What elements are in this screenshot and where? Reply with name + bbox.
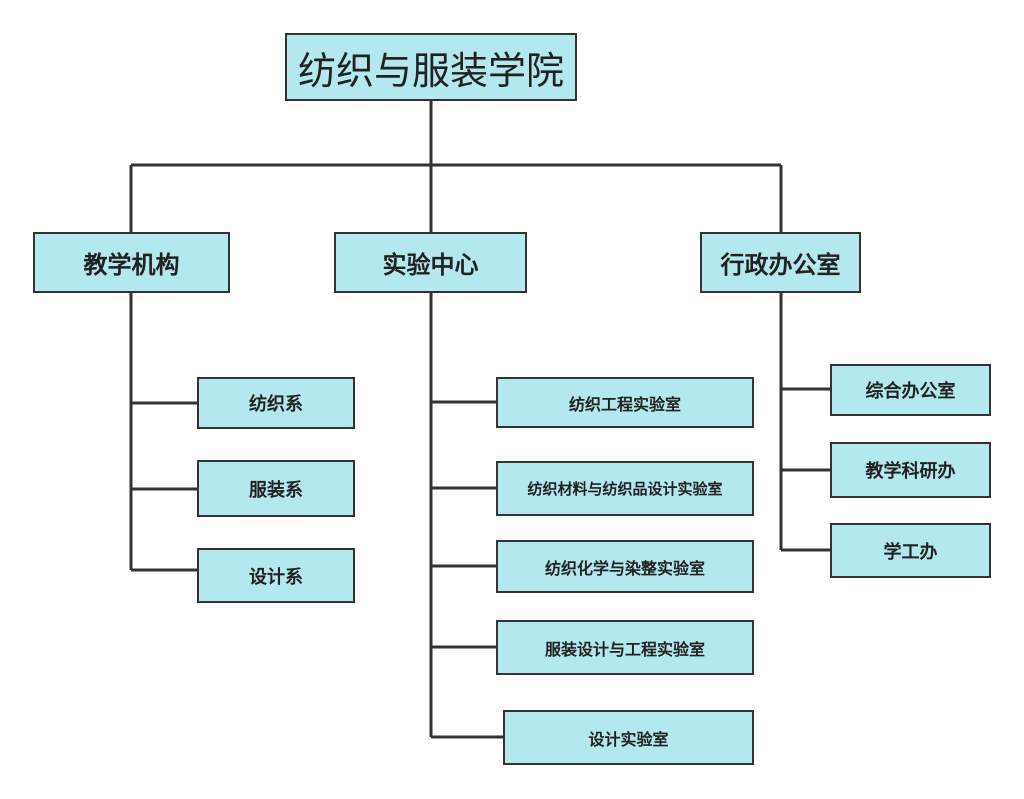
node-textile-engineering-lab: 纺织工程实验室	[496, 377, 754, 428]
node-teaching-institutions: 教学机构	[33, 232, 230, 293]
node-lab-center: 实验中心	[334, 232, 527, 293]
node-general-office: 综合办公室	[830, 364, 991, 416]
node-design-lab: 设计实验室	[503, 710, 754, 765]
node-student-affairs-office: 学工办	[830, 523, 991, 578]
node-textile-materials-design-lab: 纺织材料与纺织品设计实验室	[496, 461, 754, 516]
node-textile-chemistry-dyeing-lab: 纺织化学与染整实验室	[496, 540, 754, 593]
node-admin-office: 行政办公室	[700, 232, 861, 293]
node-design-dept: 设计系	[197, 548, 355, 603]
node-apparel-design-engineering-lab: 服装设计与工程实验室	[496, 620, 754, 675]
node-teaching-research-office: 教学科研办	[830, 442, 991, 498]
node-apparel-dept: 服装系	[197, 460, 355, 517]
root-node: 纺织与服装学院	[285, 33, 577, 101]
node-textile-dept: 纺织系	[197, 377, 355, 429]
